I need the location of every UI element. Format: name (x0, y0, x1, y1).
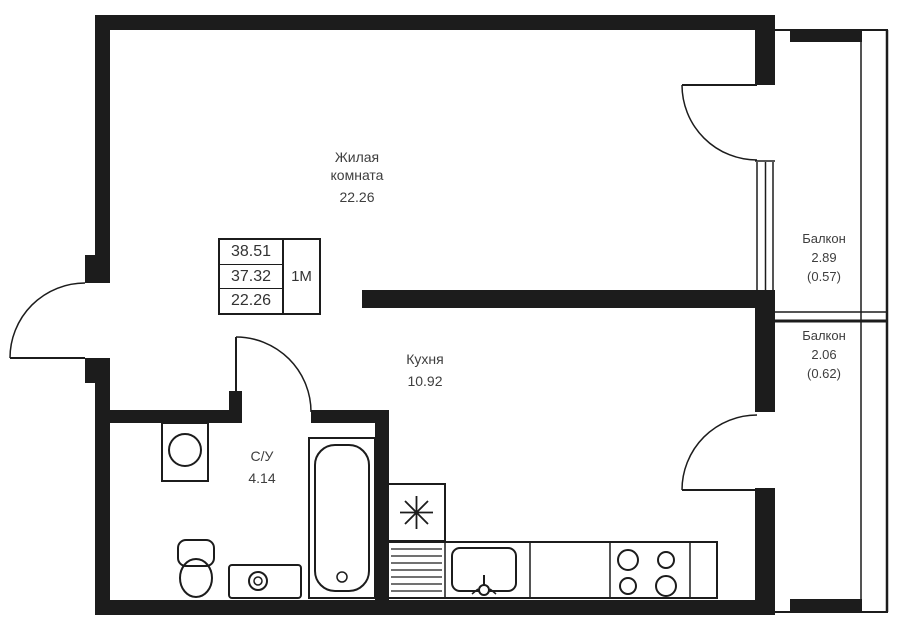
balcony-door-top (681, 84, 758, 161)
window-living-balcony (755, 160, 775, 290)
balcony-door-bottom (681, 414, 758, 491)
unit-type-badge: 1М (282, 240, 319, 313)
bathroom-label: С/У 4.14 (227, 447, 297, 487)
kitchen-counter (387, 541, 718, 599)
balcony-structure (775, 29, 889, 613)
bathtub (308, 437, 376, 599)
area-info-box: 38.51 37.32 22.26 1М (218, 238, 321, 315)
washing-machine (228, 564, 302, 599)
balcony-bottom-coeff: (0.62) (807, 366, 841, 381)
balcony-top-name: Балкон (802, 231, 846, 246)
entrance-door (9, 282, 86, 359)
kitchen-sink (451, 547, 517, 596)
balcony-top-area: 2.89 (811, 250, 837, 265)
living-room-name: Жилая комната (330, 149, 384, 183)
vent-star-icon (400, 496, 433, 529)
walls (85, 15, 775, 615)
toilet (177, 539, 215, 598)
stove (617, 549, 677, 597)
balcony-bottom-name: Балкон (802, 328, 846, 343)
bathroom-area: 4.14 (248, 470, 276, 486)
total-area: 37.32 (220, 263, 282, 289)
kitchen-name: Кухня (406, 351, 444, 367)
living-area: 22.26 (220, 288, 282, 313)
vent-shaft (387, 483, 446, 542)
area-values: 38.51 37.32 22.26 (220, 240, 282, 313)
washbasin (161, 422, 209, 482)
kitchen-appliance-hatched (391, 548, 442, 592)
balcony-top-label: Балкон 2.89 (0.57) (785, 229, 863, 286)
balcony-bottom-area: 2.06 (811, 347, 837, 362)
balcony-top-coeff: (0.57) (807, 269, 841, 284)
total-area-with-balcony: 38.51 (230, 242, 272, 260)
bathroom-name: С/У (250, 448, 274, 464)
balcony-bottom-label: Балкон 2.06 (0.62) (785, 326, 863, 383)
bathroom-door (235, 336, 312, 413)
kitchen-label: Кухня 10.92 (385, 350, 465, 390)
living-room-label: Жилая комната 22.26 (312, 148, 402, 206)
living-room-area: 22.26 (339, 189, 375, 205)
kitchen-area: 10.92 (407, 373, 443, 389)
